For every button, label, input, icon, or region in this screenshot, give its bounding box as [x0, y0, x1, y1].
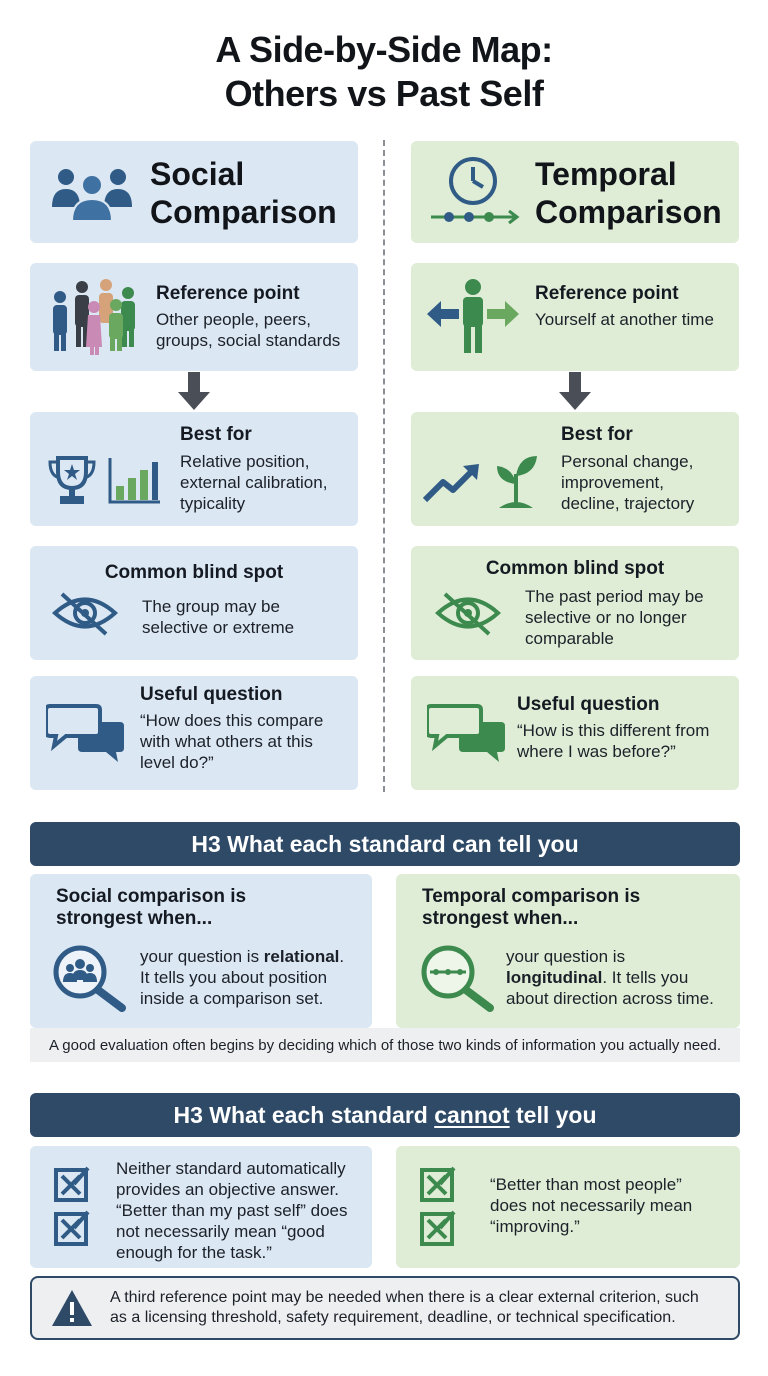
social-title: Social Comparison: [150, 155, 337, 231]
temporal-title-line-2: Comparison: [535, 194, 722, 230]
social-blindspot-card: Common blind spot The group may be selec…: [30, 546, 358, 660]
temporal-question-card: Useful question “How is this different f…: [411, 676, 739, 790]
social-question-card: Useful question “How does this compare w…: [30, 676, 358, 790]
social-reference-label: Reference point: [156, 283, 300, 304]
temporal-reference-card: Reference point Yourself at another time: [411, 263, 739, 371]
social-title-line-1: Social: [150, 156, 245, 192]
social-limits-card: Neither standard automatically provides …: [30, 1146, 372, 1268]
page-title: A Side-by-Side Map: Others vs Past Self: [0, 28, 768, 116]
temporal-best-line-3: decline, trajectory: [561, 494, 695, 513]
social-question-line-3: level do?”: [140, 753, 214, 772]
speech-bubbles-icon: [427, 702, 507, 764]
temporal-title: Temporal Comparison: [535, 155, 722, 231]
temporal-reference-line-1: Yourself at another time: [535, 310, 714, 329]
temporal-strongest-card: Temporal comparison is strongest when...…: [396, 874, 740, 1028]
temporal-best-line-1: Personal change,: [561, 452, 694, 471]
social-title-line-2: Comparison: [150, 194, 337, 230]
social-blindspot-line-1: The group may be: [142, 597, 280, 616]
social-best-line-2: external calibration,: [180, 473, 328, 492]
temporal-title-line-1: Temporal: [535, 156, 677, 192]
person-arrows-icon: [425, 277, 521, 357]
social-strongest-line-1: your question is relational.: [140, 947, 345, 966]
magnifier-people-icon: [52, 944, 128, 1012]
temporal-question-label: Useful question: [517, 694, 660, 715]
section-cannot-tell-heading: H3 What each standard cannot tell you: [30, 1093, 740, 1137]
social-reference-card: Reference point Other people, peers, gro…: [30, 263, 358, 371]
social-best-label: Best for: [180, 424, 252, 445]
title-line-2: Others vs Past Self: [224, 73, 544, 114]
temporal-strongest-line-1: your question is: [506, 947, 626, 966]
warning-line-1: A third reference point may be needed wh…: [110, 1289, 699, 1306]
social-limits-line-1: Neither standard automatically: [116, 1159, 346, 1178]
social-limits-line-4: not necessarily mean “good: [116, 1222, 325, 1241]
social-reference-line-1: Other people, peers,: [156, 310, 311, 329]
temporal-reference-label: Reference point: [535, 283, 679, 304]
social-limits-line-3: “Better than my past self” does: [116, 1201, 348, 1220]
social-question-label: Useful question: [140, 684, 283, 705]
checkbox-x-icon: [420, 1166, 458, 1202]
temporal-best-label: Best for: [561, 424, 633, 445]
social-question-line-1: “How does this compare: [140, 711, 324, 730]
social-strongest-line-3: inside a comparison set.: [140, 989, 324, 1008]
temporal-limits-line-1: “Better than most people”: [490, 1175, 682, 1194]
social-limits-line-5: enough for the task.”: [116, 1243, 272, 1262]
social-best-line-3: typicality: [180, 494, 246, 513]
checkbox-x-icon: [420, 1210, 458, 1246]
third-reference-warning: A third reference point may be needed wh…: [30, 1276, 740, 1340]
down-arrow-icon: [557, 370, 593, 414]
warning-line-2: as a licensing threshold, safety require…: [110, 1309, 676, 1326]
people-group-icon: [52, 161, 132, 223]
clock-timeline-icon: [429, 155, 521, 229]
temporal-best-card: Best for Personal change, improvement, d…: [411, 412, 739, 526]
bar-chart-icon: [108, 456, 162, 506]
temporal-header-card: Temporal Comparison: [411, 141, 739, 243]
social-blindspot-line-2: selective or extreme: [142, 618, 295, 637]
temporal-best-line-2: improvement,: [561, 473, 664, 492]
checkbox-x-icon: [54, 1166, 92, 1202]
trend-up-arrow-icon: [423, 462, 483, 504]
social-question-line-2: with what others at this: [140, 732, 313, 751]
eye-slash-icon: [52, 590, 118, 636]
social-best-card: Best for Relative position, external cal…: [30, 412, 358, 526]
seedling-icon: [493, 452, 539, 510]
temporal-blindspot-line-3: comparable: [525, 629, 614, 648]
social-strongest-title-line-1: Social comparison is: [56, 886, 247, 907]
section-can-tell-heading: H3 What each standard can tell you: [30, 822, 740, 866]
temporal-strongest-title-line-2: strongest when...: [422, 908, 579, 929]
temporal-blindspot-line-1: The past period may be: [525, 587, 704, 606]
temporal-strongest-line-3: about direction across time.: [506, 989, 714, 1008]
social-reference-line-2: groups, social standards: [156, 331, 341, 350]
diverse-people-icon: [48, 277, 140, 357]
social-best-line-1: Relative position,: [180, 452, 310, 471]
temporal-limits-line-3: “improving.”: [490, 1217, 580, 1236]
speech-bubbles-icon: [46, 702, 126, 764]
checkbox-x-icon: [54, 1210, 92, 1246]
social-strongest-line-2: It tells you about position: [140, 968, 328, 987]
social-header-card: Social Comparison: [30, 141, 358, 243]
temporal-strongest-line-2: longitudinal. It tells you: [506, 968, 689, 987]
title-line-1: A Side-by-Side Map:: [215, 29, 553, 70]
trophy-icon: [46, 454, 98, 508]
social-strongest-title-line-2: strongest when...: [56, 908, 213, 929]
social-strongest-card: Social comparison is strongest when... y…: [30, 874, 372, 1028]
temporal-blindspot-line-2: selective or no longer: [525, 608, 687, 627]
temporal-question-line-2: where I was before?”: [517, 742, 676, 761]
evaluation-note: A good evaluation often begins by decidi…: [30, 1028, 740, 1062]
warning-triangle-icon: [50, 1288, 94, 1328]
temporal-strongest-title-line-1: Temporal comparison is: [422, 886, 641, 907]
eye-slash-icon: [435, 590, 501, 636]
down-arrow-icon: [176, 370, 212, 414]
temporal-blindspot-label: Common blind spot: [485, 558, 665, 579]
temporal-limits-card: “Better than most people” does not neces…: [396, 1146, 740, 1268]
social-blindspot-label: Common blind spot: [104, 562, 284, 583]
temporal-limits-line-2: does not necessarily mean: [490, 1196, 693, 1215]
social-limits-line-2: provides an objective answer.: [116, 1180, 340, 1199]
column-divider: [383, 140, 385, 792]
magnifier-timeline-icon: [420, 944, 496, 1012]
temporal-question-line-1: “How is this different from: [517, 721, 710, 740]
temporal-blindspot-card: Common blind spot The past period may be…: [411, 546, 739, 660]
